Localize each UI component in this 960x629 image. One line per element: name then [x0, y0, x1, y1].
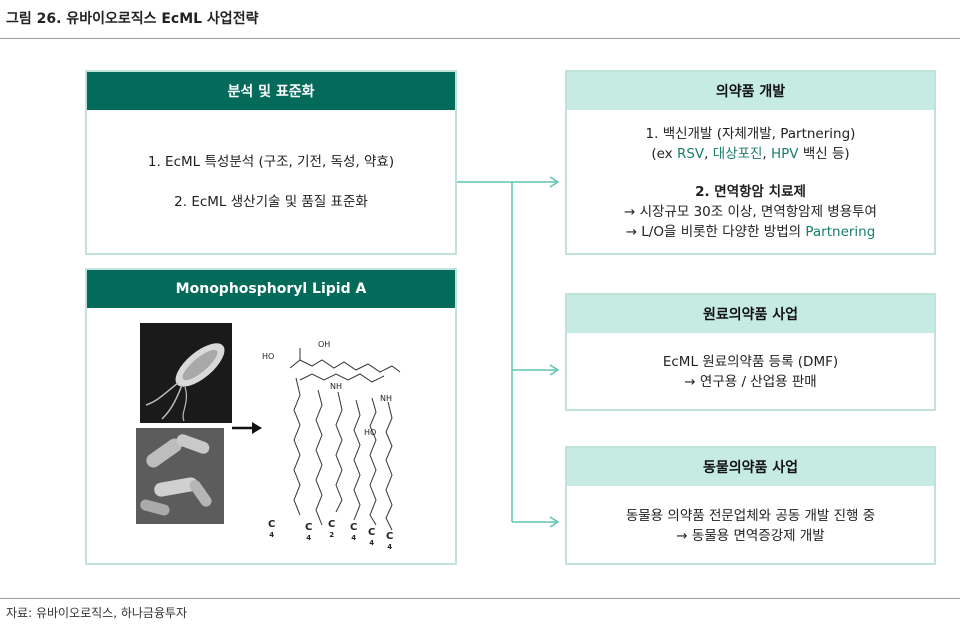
chain-c1-letter: C	[268, 519, 276, 530]
animal-pharma-box: 동물의약품 사업 동물용 의약품 전문업체와 공동 개발 진행 중 → 동물용 …	[565, 446, 936, 565]
chain-c1-number: 4	[269, 531, 275, 539]
immuno-oncology-title: 2. 면역항암 치료제	[695, 184, 806, 200]
vaccine-item-title: 1. 백신개발 (자체개발, Partnering)	[645, 126, 856, 142]
api-business-box: 원료의약품 사업 EcML 원료의약품 등록 (DMF) → 연구용 / 산업용…	[565, 293, 936, 411]
analysis-line-2: 2. EcML 생산기술 및 품질 표준화	[174, 194, 368, 210]
chem-label-ho: HO	[262, 352, 275, 361]
chain-c5-number: 4	[369, 539, 375, 547]
chem-label-ho-2: HO	[364, 428, 377, 437]
bacteria-micrograph-sem	[136, 428, 224, 524]
chain-c4-number: 4	[351, 534, 357, 542]
analysis-box: 분석 및 표준화 1. EcML 특성분석 (구조, 기전, 독성, 약효) 2…	[85, 70, 457, 255]
chain-c2-number: 4	[306, 534, 312, 542]
vaccine-item-examples: (ex RSV, 대상포진, HPV 백신 등)	[567, 144, 934, 164]
vaccine-ex-sep-1: ,	[704, 146, 713, 162]
immuno-oncology-line-1: → 시장규모 30조 이상, 면역항암제 병용투여	[624, 204, 877, 220]
chain-c6-letter: C	[386, 531, 394, 542]
chain-c6-number: 4	[387, 543, 393, 551]
chain-c2-letter: C	[305, 522, 313, 533]
analysis-line-1: 1. EcML 특성분석 (구조, 기전, 독성, 약효)	[147, 154, 395, 170]
immuno-oncology-line-2: → L/O을 비롯한 다양한 방법의 Partnering	[567, 222, 934, 242]
animal-line-2: → 동물용 면역증강제 개발	[676, 528, 825, 544]
bottom-rule	[0, 598, 960, 599]
vaccine-ex-sep-2: ,	[762, 146, 772, 162]
figure-title: 그림 26. 유바이오로직스 EcML 사업전략	[6, 11, 259, 27]
bacterium-illustration	[145, 343, 225, 422]
api-line-2: → 연구용 / 산업용 판매	[684, 374, 817, 390]
chem-label-nh-1: NH	[330, 382, 342, 391]
pharma-dev-box: 의약품 개발 1. 백신개발 (자체개발, Partnering) (ex RS…	[565, 70, 936, 255]
chain-c3-number: 2	[329, 531, 335, 539]
vaccine-ex-suffix: 백신 등)	[798, 146, 850, 162]
chem-label-nh-2: NH	[380, 394, 392, 403]
api-business-header: 원료의약품 사업	[567, 295, 934, 333]
chain-c4-letter: C	[350, 522, 358, 533]
source-note: 자료: 유바이오로직스, 하나금융투자	[6, 606, 188, 620]
vaccine-ex-prefix: (ex	[651, 146, 677, 162]
chain-c5-letter: C	[368, 527, 376, 538]
animal-pharma-header: 동물의약품 사업	[567, 448, 934, 486]
top-rule	[0, 38, 960, 39]
vaccine-ex-hpv: HPV	[771, 146, 799, 162]
partnering-highlight: Partnering	[805, 224, 876, 240]
bacterium-micrograph-dark	[140, 323, 232, 423]
chem-label-oh: OH	[318, 340, 331, 349]
bacteria-cluster-illustration	[136, 428, 224, 524]
partnering-prefix: → L/O을 비롯한 다양한 방법의	[625, 224, 806, 240]
mpla-header: Monophosphoryl Lipid A	[87, 270, 455, 308]
analysis-header: 분석 및 표준화	[87, 72, 455, 110]
vaccine-ex-shingles: 대상포진	[712, 146, 763, 162]
vaccine-ex-rsv: RSV	[676, 146, 705, 162]
pharma-dev-header: 의약품 개발	[567, 72, 934, 110]
api-line-1: EcML 원료의약품 등록 (DMF)	[662, 354, 839, 370]
animal-line-1: 동물용 의약품 전문업체와 공동 개발 진행 중	[625, 508, 876, 524]
chain-c3-letter: C	[328, 519, 336, 530]
